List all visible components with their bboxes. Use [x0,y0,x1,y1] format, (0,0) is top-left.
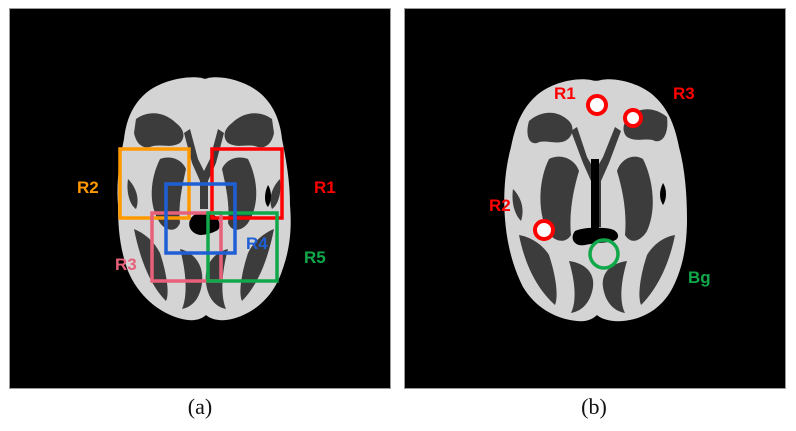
roi-r3-rect [150,211,223,283]
label-r3: R3 [673,84,695,103]
panel-a-brain-rectangular-rois: R2 R1 R4 R3 R5 [10,9,390,388]
roi-r4-rect [164,182,237,255]
caption-panel-a: (a) [187,394,213,419]
caption-panel-b: (b) [581,394,607,419]
label-r2: R2 [489,196,511,215]
label-r3: R3 [115,255,137,274]
panel-b-brain-circular-rois: R1 R3 R2 Bg [405,9,785,388]
roi-r1-circle [586,94,608,116]
roi-r2-circle [533,219,555,241]
roi-r3-circle [623,108,643,128]
label-r4: R4 [246,234,268,253]
label-bg: Bg [688,268,711,287]
brain-slice-a: R2 R1 R4 R3 R5 [77,77,336,321]
label-r2: R2 [77,178,99,197]
label-r1: R1 [314,178,336,197]
label-r5: R5 [304,248,326,267]
brain-slice-b: R1 R3 R2 Bg [489,79,711,322]
roi-bg-circle [588,238,620,270]
label-r1: R1 [554,84,576,103]
roi-r5-rect [206,211,279,283]
